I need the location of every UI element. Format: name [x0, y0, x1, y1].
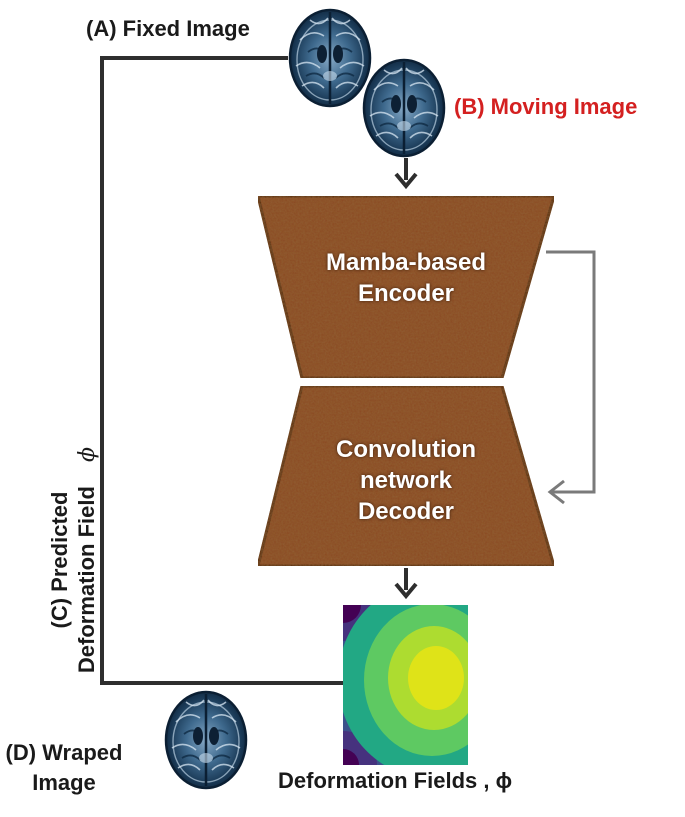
moving-image-label: (B) Moving Image	[454, 94, 638, 119]
phi-symbol: ϕ	[75, 446, 100, 462]
warped-image-label: (D) Wraped Image	[4, 738, 124, 798]
feedback-loop-line	[100, 56, 343, 685]
arrow-down-icon	[394, 158, 418, 190]
encoder-text: Mamba-based Encoder	[300, 247, 512, 309]
warped-line1: (D) Wraped	[5, 740, 123, 765]
fixed-image-label: (A) Fixed Image	[86, 16, 250, 41]
warped-image-brain-icon	[164, 690, 248, 790]
encoder-block	[256, 194, 556, 380]
deformation-field-heatmap	[343, 605, 468, 765]
decoder-line3: Decoder	[357, 498, 455, 525]
decoder-text: Convolution network Decoder	[300, 434, 512, 527]
predicted-line2: Deformation Field	[74, 486, 99, 674]
decoder-line2: network	[359, 467, 452, 494]
arrow-down-icon	[394, 568, 418, 600]
encoder-line2: Encoder	[357, 280, 455, 307]
deformation-fields-label: Deformation Fields , ϕ	[278, 768, 513, 793]
fixed-image-brain-icon	[288, 8, 372, 108]
warped-line2: Image	[32, 770, 96, 795]
encoder-line1: Mamba-based	[325, 249, 487, 276]
decoder-block	[256, 384, 556, 568]
moving-image-brain-icon	[362, 58, 446, 158]
predicted-line1: (C) Predicted	[47, 491, 72, 629]
skip-connection-arrow	[546, 250, 596, 505]
decoder-line1: Convolution	[336, 436, 476, 463]
